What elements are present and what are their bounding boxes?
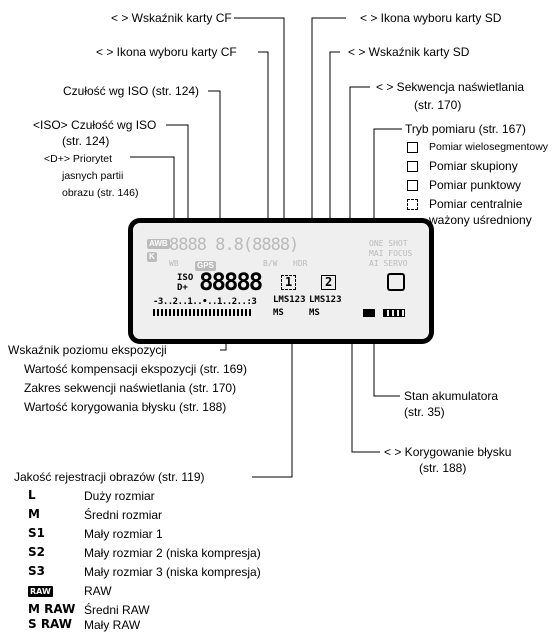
battery-page: (str. 35) [404,405,445,419]
spot-icon [407,180,418,191]
metering-item: Pomiar wielosegmentowy [429,141,549,153]
sd-select-top-label: < > Ikona wyboru karty SD [360,11,502,25]
gps-icon: GPS [195,261,216,271]
lcd-panel: AWB K 8888 8.8(8888) WB GPS B/W HDR ONE … [128,218,434,344]
quality-item: Mały rozmiar 3 (niska kompresja) [84,565,261,579]
lcd-af-one: ONE SHOT [369,239,408,248]
lcd-dplus: D+ [177,283,188,293]
metering-item: ważony uśredniony [429,213,532,227]
lcd-top-digits: 8888 8.8(8888) [169,235,299,255]
cf-select-label: < > Ikona wyboru karty CF [96,45,237,59]
quality-item: Mały RAW [84,618,141,632]
quality-key: M [28,507,40,521]
metering-item: Pomiar skupiony [429,159,518,173]
exposure-line: Wartość kompensacji ekspozycji (str. 169… [24,362,247,376]
lcd-lms-1: LMS123 [273,295,306,305]
lcd-lms-2: LMS123 [309,295,342,305]
quality-item: RAW [84,584,112,598]
lcd-main-digits: 88888 [199,268,263,296]
bracketing-label: < > Sekwencja naświetlania [376,80,525,94]
quality-item: Średni rozmiar [84,508,163,522]
partial-icon [407,161,418,172]
flash-comp-page: (str. 188) [419,461,467,475]
highlight-label: <D+> Priorytet [44,153,112,165]
kelvin-icon: K [147,252,157,262]
exposure-line: Zakres sekwencji naświetlania (str. 170) [24,381,237,395]
iso-icon-page: (str. 124) [62,134,110,148]
metering-item: Pomiar punktowy [429,178,522,192]
lcd-hdr: HDR [293,259,308,268]
flash-comp-lcd-icon [363,309,375,317]
exposure-bars [153,309,253,316]
quality-item: Mały rozmiar 1 [84,527,163,541]
battery-title: Stan akumulatora [404,389,499,403]
quality-title: Jakość rejestracji obrazów (str. 119) [14,470,205,484]
lcd-af-servo: AI SERVO [369,259,408,268]
quality-key: S3 [28,564,45,578]
awb-icon: AWB [147,239,170,249]
quality-key: S2 [28,545,45,559]
quality-key: S1 [28,526,45,540]
raw-key: RAW [28,586,53,597]
lcd-wb: WB [169,259,179,268]
highlight-label-3: obrazu (str. 146) [62,187,139,199]
metering-title: Tryb pomiaru (str. 167) [405,122,526,136]
lcd-ms-2: MS [309,308,320,318]
exposure-title: Wskaźnik poziomu ekspozycji [8,343,167,357]
cf-card-icon: 1 [281,275,297,290]
highlight-label-2: jasnych partii [62,170,124,182]
sd-indicator-label: < > Wskaźnik karty SD [348,45,470,59]
flash-comp-title: < > Korygowanie błysku [384,445,512,459]
metering-item: Pomiar centralnie [429,197,523,211]
sd-card-icon: 2 [321,275,337,290]
lcd-af-focus: MAI FOCUS [369,249,413,258]
quality-key: S RAW [28,617,73,631]
quality-item: Średni RAW [84,603,150,617]
lcd-ms-1: MS [273,308,284,318]
iso-icon-label: <ISO> Czułość wg ISO [33,118,157,132]
lcd-bw: B/W [263,259,278,268]
battery-lcd-icon [383,309,405,317]
cf-indicator-label: < > Wskaźnik karty CF [111,11,232,25]
center-weighted-icon [407,199,418,210]
evaluative-icon [407,142,418,153]
iso-speed-label: Czułość wg ISO (str. 124) [63,84,200,98]
quality-item: Mały rozmiar 2 (niska kompresja) [84,546,261,560]
exposure-line: Wartość korygowania błysku (str. 188) [24,400,227,414]
quality-item: Duży rozmiar [84,489,155,503]
quality-key: L [28,488,36,502]
exposure-scale: -3..2..1..•..1..2..:3 [153,297,257,307]
quality-key: M RAW [28,602,76,616]
metering-lcd-icon [387,273,405,291]
lcd-iso: ISO [177,273,194,283]
bracketing-page: (str. 170) [414,98,462,112]
